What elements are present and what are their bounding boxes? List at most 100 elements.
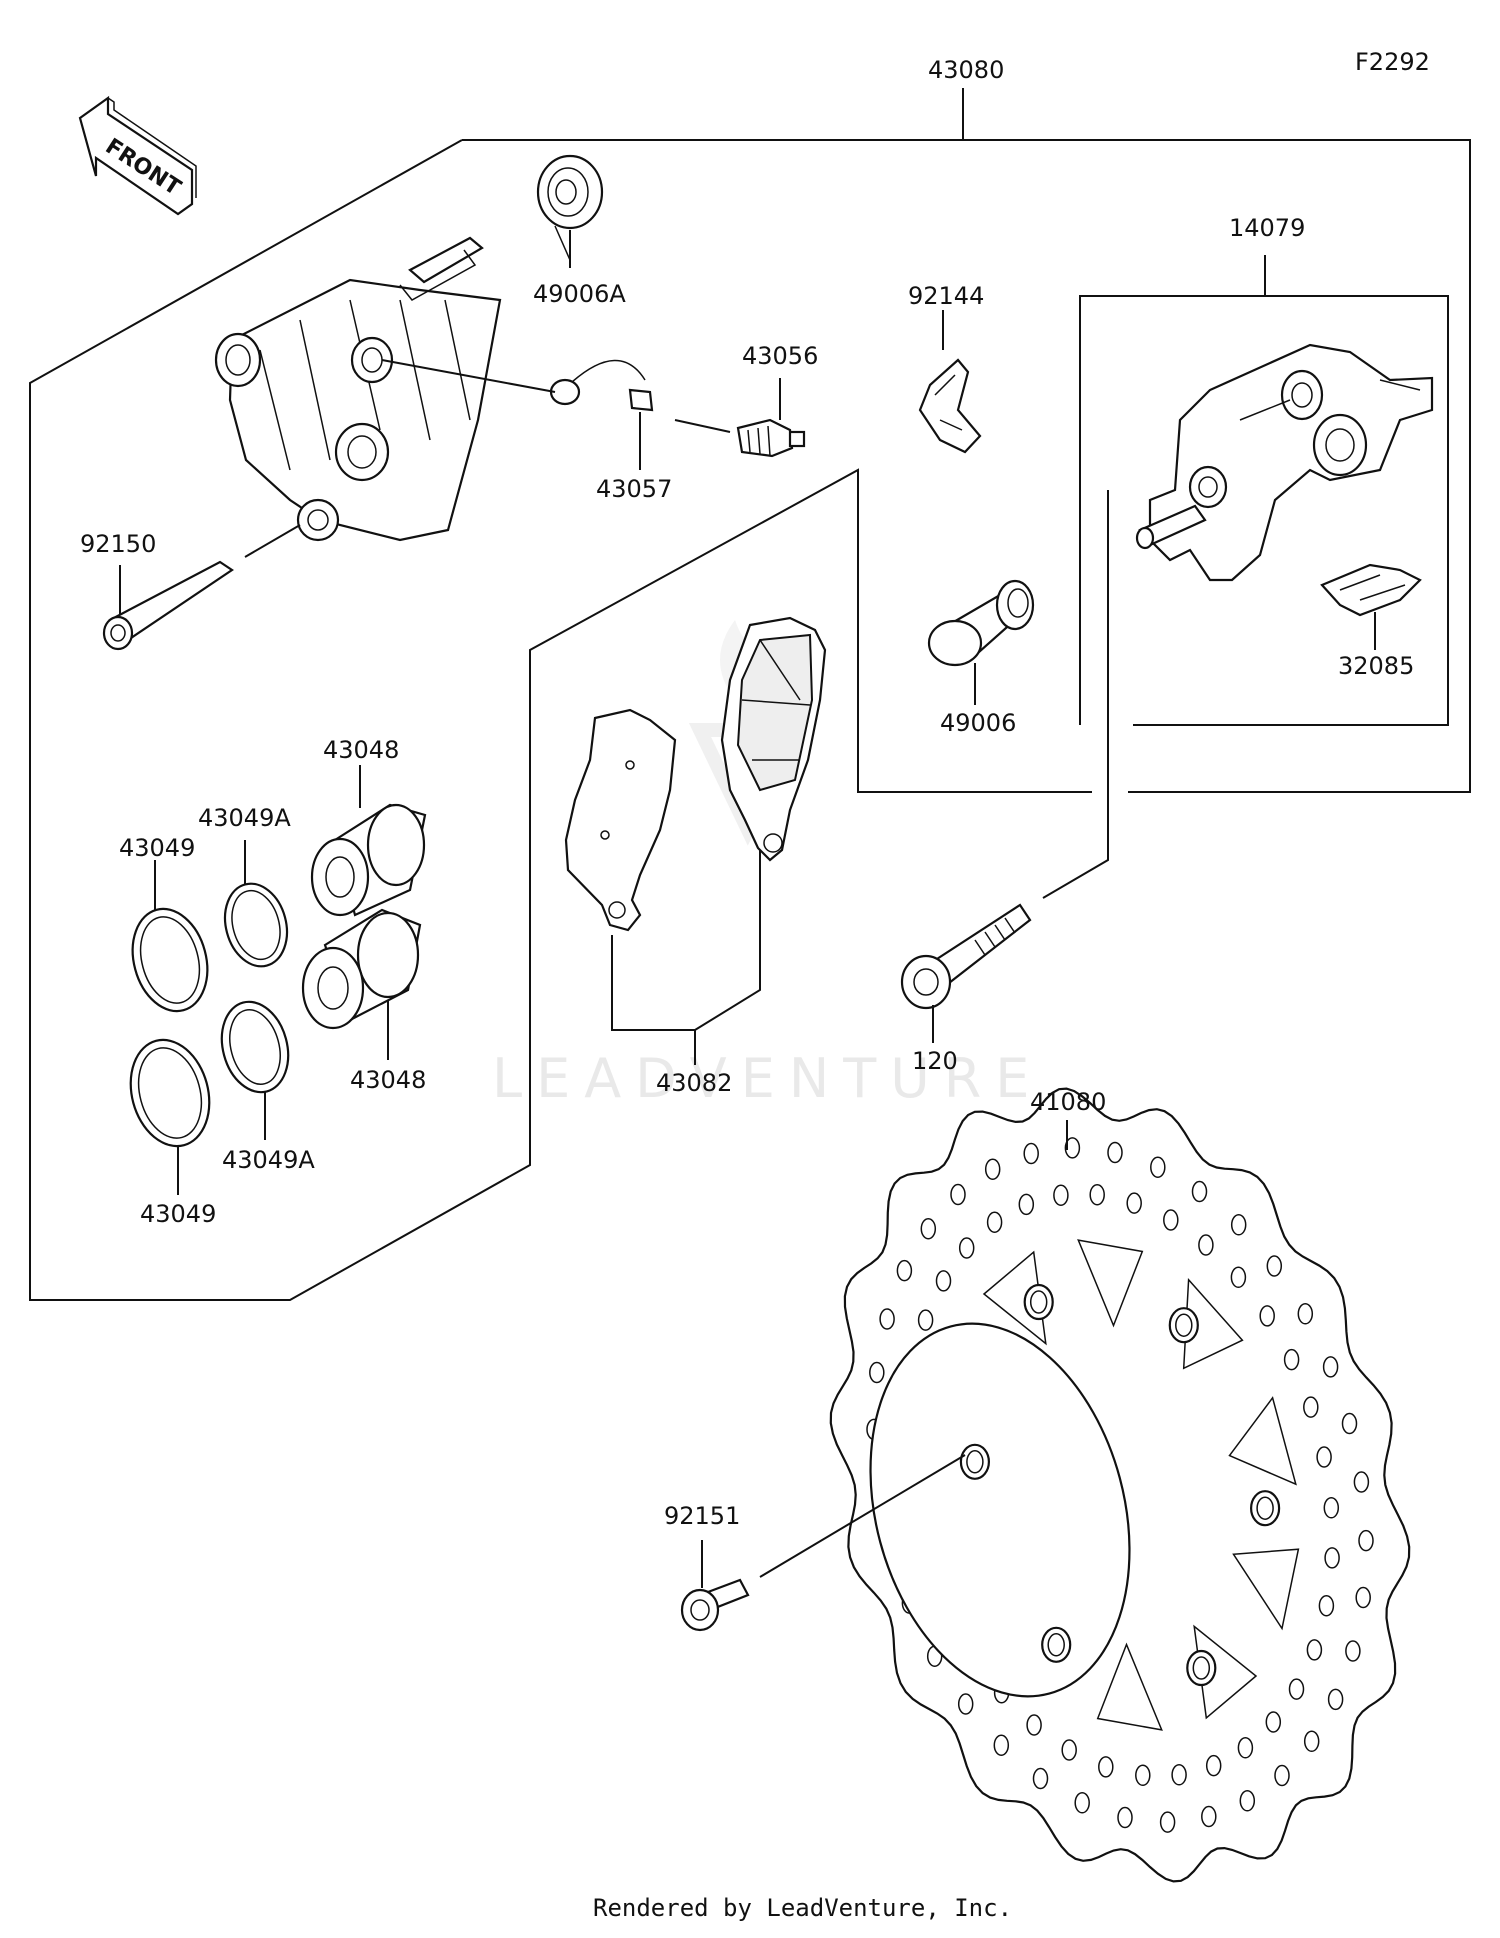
disc-bolt-hole [1029,1290,1048,1314]
piston-43048-bottom [301,908,422,1030]
bolt-120 [900,903,1032,1010]
disc-vent-hole [1303,1396,1319,1418]
disc-vent-hole [1306,1639,1323,1661]
disc-bolt-hole [1249,1490,1281,1527]
label-43049A-bottom: 43049A [222,1146,315,1174]
disc-vent-hole [1341,1412,1358,1435]
disc-spoke-cutout [1077,1239,1144,1328]
label-32085: 32085 [1338,652,1414,680]
disc-vent-hole [1345,1640,1361,1662]
disc-vent-hole [1237,1737,1254,1759]
disc-bolt-hole [959,1443,991,1480]
disc-vent-hole [1230,1214,1247,1236]
disc-vent-hole [1205,1754,1222,1777]
label-120: 120 [912,1047,958,1075]
disc-vent-hole [1061,1739,1077,1761]
slide-pin-92150 [102,560,234,651]
disc-spoke-cutout [1096,1642,1163,1731]
disc-vent-hole [1288,1678,1305,1700]
disc-vent-hole [1230,1266,1247,1289]
label-92150: 92150 [80,530,156,558]
disc-vent-hole [1098,1756,1114,1778]
pad-spring-32085 [1320,563,1422,617]
boot-49006 [927,579,1035,667]
disc-vent-hole [896,1259,913,1282]
piston-43048-top [310,803,427,917]
disc-vent-hole [1018,1193,1035,1216]
disc-vent-hole [1117,1806,1133,1829]
disc-vent-hole [1274,1764,1290,1787]
label-49006A: 49006A [533,280,626,308]
disc-vent-hole [1324,1547,1340,1569]
disc-vent-hole [1327,1688,1344,1711]
disc-vent-hole [935,1270,952,1292]
disc-vent-hole [950,1183,966,1206]
diagram-code: F2292 [1355,48,1430,76]
disc-vent-hole [1358,1529,1374,1552]
brake-pad-43082-left [564,708,677,932]
disc-vent-hole [957,1693,974,1715]
disc-vent-hole [1171,1764,1187,1786]
disc-vent-hole [1163,1209,1179,1231]
disc-spoke-cutout [1228,1396,1297,1486]
disc-vent-hole [958,1237,975,1259]
seal-43049A-top [223,882,289,968]
label-43057: 43057 [596,475,672,503]
disc-vent-hole [1074,1792,1090,1814]
disc-vent-hole [1135,1764,1151,1787]
assembly-43080-outline [29,88,1471,1301]
disc-vent-hole [1297,1303,1314,1325]
bleeder-cap-43057 [549,359,654,412]
disc-vent-hole [1023,1142,1039,1165]
label-92151: 92151 [664,1502,740,1530]
disc-bolt-hole [1041,1626,1072,1663]
disc-vent-hole [993,1734,1010,1756]
disc-vent-hole [1355,1586,1371,1609]
label-92144: 92144 [908,282,984,310]
disc-bolt-hole [1175,1313,1193,1337]
disc-vent-hole [869,1361,885,1384]
disc-vent-hole [1159,1811,1176,1833]
disc-bolt-hole [1256,1496,1274,1520]
bracket-14079-outline [1079,255,1449,726]
disc-vent-hole [1323,1497,1340,1519]
disc-spoke-cutout [1232,1548,1300,1631]
disc-vent-hole [1064,1137,1081,1159]
label-43056: 43056 [742,342,818,370]
disc-vent-hole [1026,1714,1042,1736]
brake-pad-43082-right [720,616,827,862]
label-14079: 14079 [1229,214,1305,242]
caliper-bracket-14079 [1135,343,1434,582]
disc-vent-hole [1265,1711,1282,1733]
disc-vent-hole [1259,1305,1275,1327]
disc-vent-hole [1316,1446,1332,1468]
caliper-body [214,236,502,542]
seal-43049-bottom [129,1038,211,1148]
label-43080: 43080 [928,56,1004,84]
disc-bolt-hole [1168,1307,1199,1344]
disc-vent-hole [1322,1356,1339,1378]
boot-49006A [536,154,604,261]
disc-bolt-hole [1186,1649,1217,1687]
bolt-92151 [680,1578,750,1632]
bleeder-valve-43056 [736,418,806,458]
brake-disc-41080 [829,1087,1411,1883]
disc-vent-hole [1353,1471,1370,1493]
label-49006: 49006 [940,709,1016,737]
disc-vent-hole [1201,1805,1217,1828]
label-43049-bottom: 43049 [140,1200,216,1228]
label-43048-top: 43048 [323,736,399,764]
seal-43049A-bottom [220,1000,290,1094]
disc-vent-hole [1191,1180,1208,1203]
disc-vent-hole [1266,1255,1283,1277]
disc-bolt-hole [1192,1656,1211,1680]
label-43048-bottom: 43048 [350,1066,426,1094]
disc-vent-hole [1089,1183,1105,1206]
disc-vent-hole [984,1158,1001,1180]
footer-credit: Rendered by LeadVenture, Inc. [593,1894,1012,1922]
seal-43049-top [131,907,209,1013]
disc-vent-hole [1053,1184,1069,1206]
disc-vent-hole [1107,1141,1123,1164]
disc-bolt-hole [966,1450,984,1474]
